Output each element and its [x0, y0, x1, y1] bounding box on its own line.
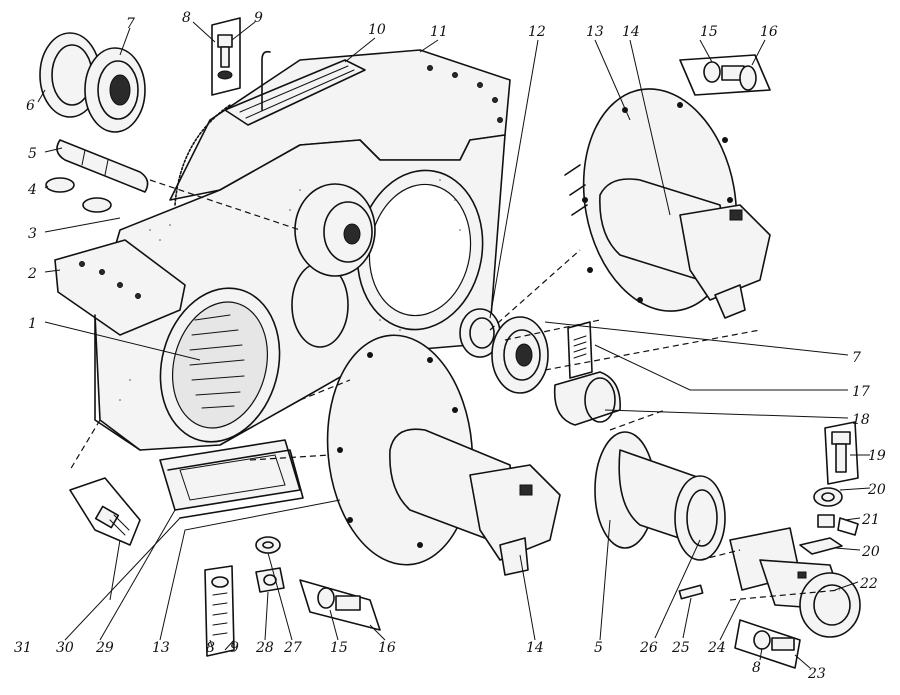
bolt-15-16-upper-card: [679, 54, 771, 96]
leader-lines: [37, 21, 871, 669]
callout-8-lower: 8: [206, 640, 215, 656]
callout-19: 19: [868, 448, 886, 464]
callout-15-lower: 15: [330, 640, 348, 656]
callout-17: 17: [852, 384, 870, 400]
fitting-19-card: [824, 421, 859, 485]
callout-4: 4: [27, 182, 37, 198]
nut-28: [255, 567, 285, 593]
callout-8-top: 8: [182, 10, 191, 26]
callout-26: 26: [639, 640, 658, 656]
callout-16-top: 16: [760, 24, 778, 40]
housing-top-holes: [427, 65, 503, 123]
callout-13-lower: 13: [152, 640, 170, 656]
callout-28: 28: [255, 640, 274, 656]
shaft-5-top: [56, 139, 149, 193]
callout-18: 18: [852, 412, 870, 428]
callout-7-top: 7: [126, 16, 135, 32]
callout-31: 31: [14, 640, 32, 656]
drive-flange-13-upper: [564, 88, 771, 319]
callout-22: 22: [859, 576, 878, 592]
cardan-shaft-22-24: [729, 527, 861, 638]
callout-7-mid: 7: [852, 350, 861, 366]
callout-5-top: 5: [28, 146, 37, 162]
callout-20-lower: 20: [861, 544, 880, 560]
callout-12: 12: [528, 24, 546, 40]
callout-1: 1: [28, 316, 37, 332]
callout-13-top: 13: [586, 24, 604, 40]
callout-20-upper: 20: [867, 482, 886, 498]
callout-labels: 1 2 3 4 5 6 7 8 9 10 11 12 13 14 15 16 7…: [14, 10, 886, 682]
callout-27: 27: [283, 640, 302, 656]
washer-20-lower: [799, 537, 843, 555]
callout-29: 29: [95, 640, 114, 656]
nut-21: [817, 514, 859, 536]
bolt-15-16-lower-card: [299, 579, 381, 631]
internal-gear-teeth: [189, 314, 245, 409]
callout-5-lower: 5: [594, 640, 603, 656]
callout-2: 2: [27, 266, 37, 282]
callout-8-right: 8: [752, 660, 761, 676]
washer-20-upper: [813, 487, 843, 507]
bolt-8-9-lower-card: [204, 565, 235, 657]
bolt-31-card: [69, 477, 141, 546]
callout-10: 10: [368, 22, 386, 38]
keys-4: [45, 177, 112, 213]
callout-15-top: 15: [700, 24, 718, 40]
assembly-lines: [69, 179, 841, 601]
callout-9-lower: 9: [230, 640, 239, 656]
gasket-30-29: [159, 439, 304, 519]
gearbox-housing: [54, 49, 511, 451]
callout-3: 3: [28, 226, 37, 242]
callout-30: 30: [56, 640, 74, 656]
callout-24: 24: [707, 640, 726, 656]
flange-bolt-holes: [79, 261, 141, 299]
callout-11: 11: [430, 24, 448, 40]
callout-6: 6: [26, 98, 35, 114]
bolt-9-top-card: [211, 17, 241, 96]
washer-27: [255, 536, 281, 554]
callout-9-top: 9: [254, 10, 263, 26]
spring-17-card: [567, 321, 593, 379]
bolt-8-23-card: [734, 619, 801, 669]
key-25: [678, 584, 704, 600]
callout-14-top: 14: [622, 24, 640, 40]
callout-25: 25: [671, 640, 690, 656]
coupling-sleeve-18: [553, 371, 621, 426]
drive-flange-13-lower: [326, 334, 561, 576]
bearing-7-mid: [491, 316, 549, 394]
bearing-7-top: [84, 47, 146, 133]
callout-16-lower: 16: [378, 640, 396, 656]
callout-23: 23: [807, 666, 826, 682]
housing-26: [618, 449, 726, 561]
callout-21: 21: [861, 512, 880, 528]
callout-14-lower: 14: [526, 640, 544, 656]
stipple-texture: [119, 179, 461, 401]
